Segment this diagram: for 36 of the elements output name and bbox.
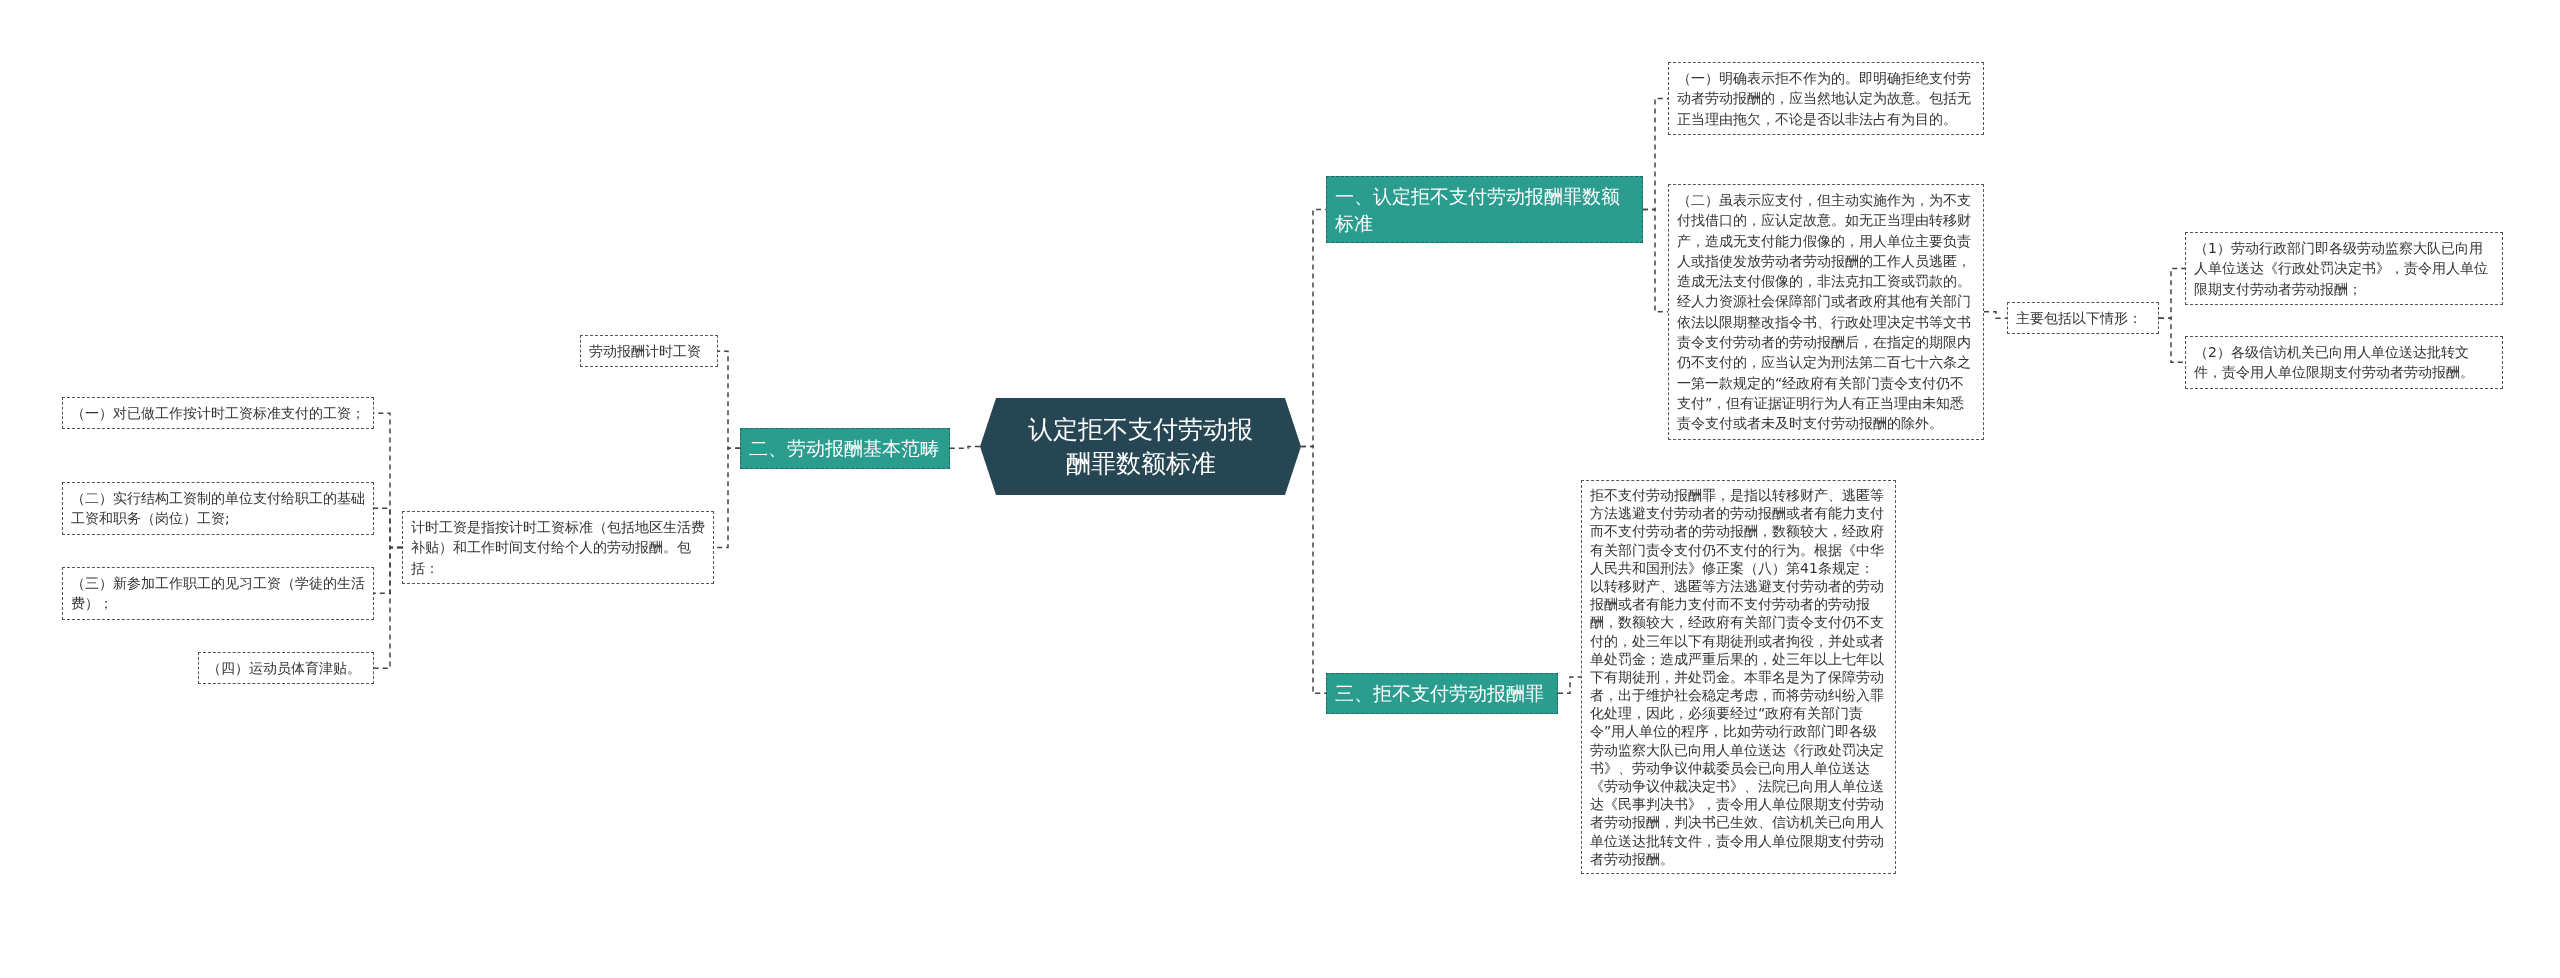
branch-box: [1326, 673, 1558, 714]
note-box: [580, 335, 718, 368]
note-text: （一）对已做工作按计时工资标准支付的工资；: [71, 405, 365, 421]
note-text: （二）实行结构工资制的单位支付给职工的基础工资和职务（岗位）工资;: [71, 490, 365, 527]
connector-line: [2158, 317, 2186, 364]
connector-line: [1983, 311, 2008, 319]
note-text: （四）运动员体育津贴。: [207, 660, 361, 676]
note-box: [62, 567, 374, 620]
note-box: [62, 482, 374, 535]
connector-line: [1557, 676, 1582, 695]
note-text: 拒不支付劳动报酬罪，是指以转移财产、逃匿等方法逃避支付劳动者的劳动报酬或者有能力支付而不支付劳动者的劳动报酬，数额较大，经政府有关部门责令支付仍不支付的行为。根据《中华人民共和国刑法》修正案（八）第41条规定：以转移财产、逃匿等方法逃避支付劳动者的劳动报酬或者有能力支付而不支付劳动者的劳动报酬，数额较大，经政府有关部门责令支付仍不支付的，处三年以下有期徒刑或者拘役，并处或者单处罚金；造成严重后果的，处三年以上七年以下有期徒刑，并处罚金。本罪名是为了保障劳动者，出于维护社会稳定考虑，而将劳动纠纷入罪化处理，因此，必须要经过“政府有关部门责令”用人单位的程序，比如劳动行政部门即各级劳动监察大队已向用人单位送达《行政处罚决定书》、劳动争议仲裁委员会已向用人单位送达《劳动争议仲裁决定书》、法院已向用人单位送达《民事判决书》，责令用人单位限期支付劳动者劳动报酬，判决书已生效、信访机关已向用人单位送达批转文件，责令用人单位限期支付劳动者劳动报酬。: [1590, 487, 1884, 867]
note-box: [2185, 232, 2503, 305]
connector-line: [1642, 208, 1669, 313]
connector-line: [373, 546, 403, 669]
note-box: [62, 397, 374, 430]
connector-line: [1300, 445, 1327, 695]
note-box: [2185, 336, 2503, 389]
connector-line: [949, 445, 981, 450]
note-text: （一）明确表示拒不作为的。即明确拒绝支付劳动者劳动报酬的，应当然地认定为故意。包括无正当理由拖欠，不论是否以非法占有为目的。: [1677, 70, 1971, 127]
note-box: [402, 511, 714, 584]
note-box: [1668, 62, 1984, 135]
branch-label: 一、认定拒不支付劳动报酬罪数额标准: [1335, 185, 1620, 234]
topic-title: 认定拒不支付劳动报酬罪数额标准: [1027, 413, 1254, 480]
note-text: 计时工资是指按计时工资标准（包括地区生活费补贴）和工作时间支付给个人的劳动报酬。包括：: [411, 519, 705, 576]
branch-label: 三、拒不支付劳动报酬罪: [1335, 682, 1544, 704]
note-text: （二）虽表示应支付，但主动实施作为，为不支付找借口的，应认定故意。如无正当理由转移财产，造成无支付能力假像的，用人单位主要负责人或指使发放劳动者劳动报酬的工作人员逃匿，造成无法支付假像的，非法克扣工资或罚款的。经人力资源社会保障部门或者政府其他有关部门依法以限期整改指令书、行政处理决定书等文书责令支付劳动者的劳动报酬后，在指定的期限内仍不支付的，应当认定为刑法第二百七十六条之一第一款规定的“经政府有关部门责令支付仍不支付”，但有证据证明行为人有正当理由未知悉责令支付或者未及时支付劳动报酬的除外。: [1677, 192, 1971, 432]
note-text: 主要包括以下情形：: [2016, 310, 2142, 326]
note-box: [198, 652, 374, 685]
branch-label: 二、劳动报酬基本范畴: [749, 437, 939, 459]
branch-box: [1326, 176, 1643, 244]
note-text: （1）劳动行政部门即各级劳动监察大队已向用人单位送达《行政处罚决定书》，责令用人单位限期支付劳动者劳动报酬；: [2194, 240, 2488, 297]
note-box: [2007, 302, 2159, 335]
note-text: （三）新参加工作职工的见习工资（学徒的生活费）；: [71, 575, 365, 612]
branch-box: [740, 428, 950, 469]
note-text: （2）各级信访机关已向用人单位送达批转文件，责令用人单位限期支付劳动者劳动报酬。: [2194, 344, 2474, 381]
note-text: 劳动报酬计时工资: [589, 343, 701, 359]
